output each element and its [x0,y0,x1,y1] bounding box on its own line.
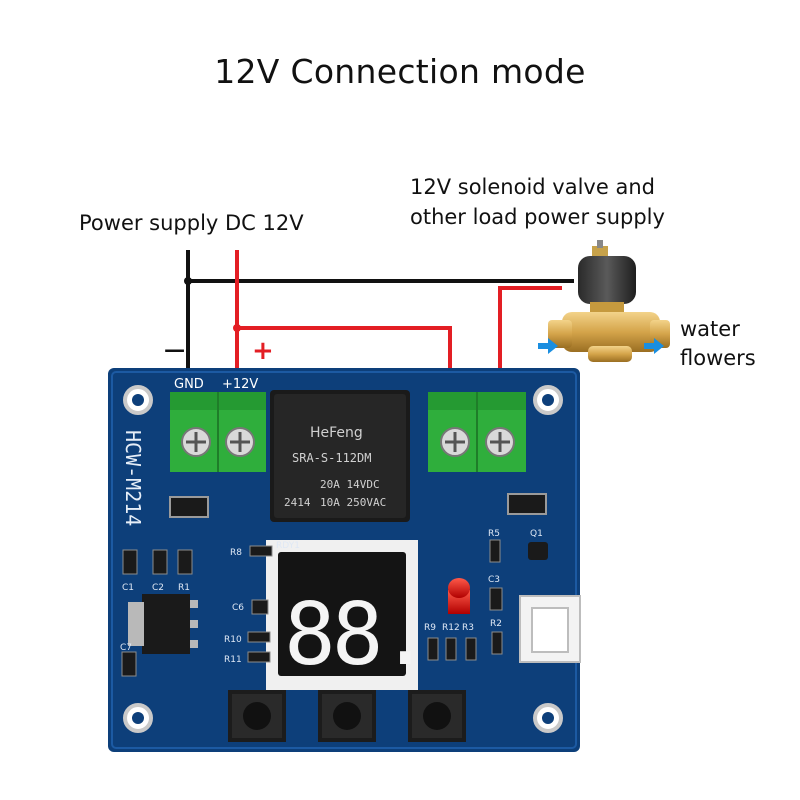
silk-r8: R8 [230,548,242,558]
silk-r10: R10 [224,635,242,645]
push-button-left[interactable] [228,690,286,742]
water-arrows [538,338,664,354]
terminal-gnd-label: GND [174,377,204,392]
silk-r3: R3 [462,623,474,633]
silk-c6: C6 [232,603,244,613]
pcb-board: GND +12V [108,368,581,752]
load-label-line1: 12V solenoid valve and [410,175,655,199]
relay-rating-1: 20A 14VDC [320,478,380,491]
mounting-holes [123,385,563,733]
power-terminal-block [170,392,266,472]
silk-q1: Q1 [530,529,543,539]
relay: HeFeng SRA-S-112DM 20A 14VDC 10A 250VAC … [270,390,410,522]
silk-r5: R5 [488,529,500,539]
indicator-led [448,578,470,614]
push-button-right[interactable] [408,690,466,742]
red-wire-to-valve [498,286,562,392]
plus-sign: + [252,336,274,366]
seven-segment-display: 88. [266,540,431,690]
relay-brand: HeFeng [310,425,363,441]
silk-r2: R2 [490,619,502,629]
board-model: HCW-M214 [121,430,145,526]
silk-r9: R9 [424,623,436,633]
voltage-regulator [128,594,198,654]
relay-part: SRA-S-112DM [292,451,371,465]
black-wire-node [184,277,192,285]
smd-components [121,539,503,677]
silk-c3: C3 [488,575,500,585]
silk-c2: C2 [152,583,164,593]
diagram-title: 12V Connection mode [214,52,586,91]
relay-code: 2414 [284,496,311,509]
diode-right [507,493,547,515]
silk-r1: R1 [178,583,190,593]
silk-r11: R11 [224,655,242,665]
push-button-middle[interactable] [318,690,376,742]
relay-terminal-block [428,392,526,472]
silk-c7: C7 [120,643,132,653]
diode-left [169,496,209,518]
minus-sign: − [162,333,187,368]
relay-rating-2: 10A 250VAC [320,496,386,509]
power-supply-label: Power supply DC 12V [79,211,304,235]
red-wire-node [233,324,241,332]
terminal-12v-label: +12V [222,377,258,392]
transistor-q1 [528,542,548,560]
silkscreen-labels: R8 RDY1 C6 R10 R11 R9 R12 R3 R2 R5 Q1 C3… [120,529,543,665]
load-label-line2: other load power supply [410,205,665,229]
silk-rdy1: RDY1 [276,541,300,551]
water-label-line1: water [680,317,740,341]
display-value: 88. [284,585,427,685]
silk-c1: C1 [122,583,134,593]
sensor-connector [519,595,581,663]
solenoid-valve [548,240,670,362]
silk-r12: R12 [442,623,460,633]
water-label-line2: flowers [680,346,756,370]
